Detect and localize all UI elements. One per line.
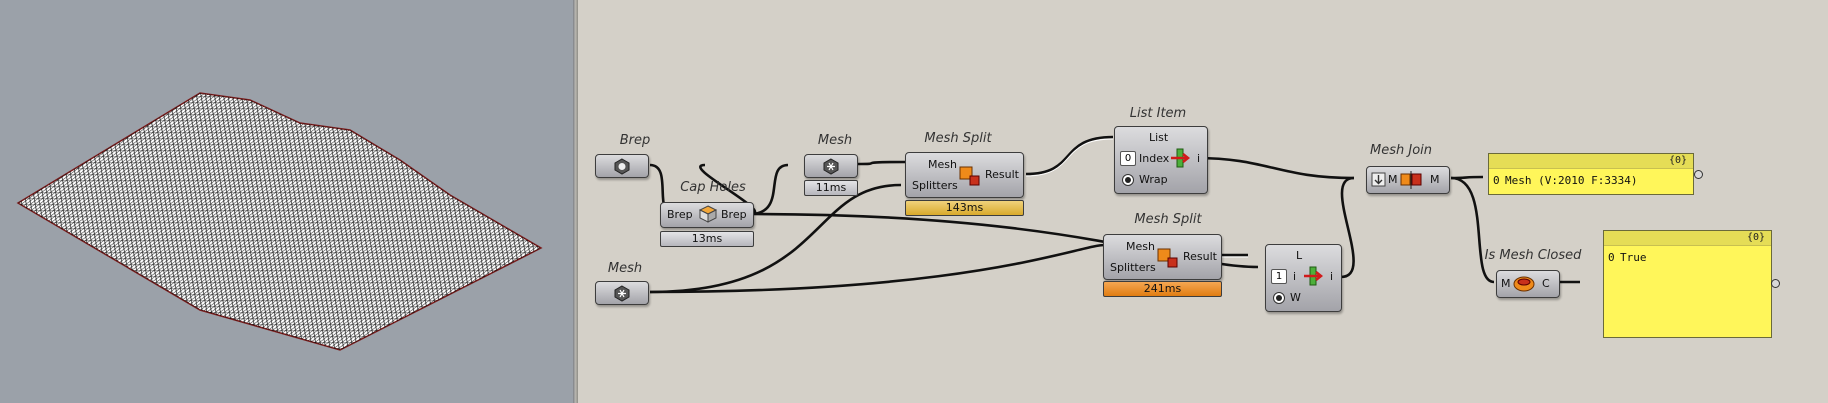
brep-title: Brep [619, 133, 651, 148]
mesh-join-icon [1400, 171, 1422, 189]
list-item-1-wrap-toggle[interactable] [1122, 174, 1134, 186]
mesh-split-icon [1157, 248, 1178, 268]
mesh-param-top[interactable] [804, 154, 858, 178]
wire-meshtop-to-split1 [857, 160, 909, 166]
closed-result-panel-value: True [1620, 251, 1647, 264]
is-mesh-closed-input-label[interactable]: M [1501, 277, 1511, 290]
list-item-1-title: List Item [1129, 106, 1187, 121]
mesh-join-component[interactable]: M M [1366, 166, 1450, 194]
wire-meshbottom-to-split2 [649, 243, 1106, 294]
list-item-2-component[interactable]: L 1 i i W [1265, 244, 1342, 312]
mesh-info-panel[interactable]: {0} 0 Mesh (V:2010 F:3334) [1488, 153, 1694, 195]
wire-split1-to-list1 [1025, 135, 1114, 176]
is-mesh-closed-component[interactable]: M C [1496, 270, 1560, 298]
mesh-join-title: Mesh Join [1370, 143, 1432, 158]
wire-capholes-to-split2 [749, 212, 1259, 269]
brep-param[interactable] [595, 154, 649, 178]
mesh-info-panel-index: 0 [1493, 174, 1500, 187]
closed-result-panel-header: {0} [1604, 231, 1771, 246]
mesh-param-bottom[interactable] [595, 281, 649, 305]
mesh-split-2-component[interactable]: Mesh Splitters Result [1103, 234, 1222, 280]
is-mesh-closed-title: Is Mesh Closed [1484, 248, 1582, 263]
list-item-2-list-input[interactable]: L [1296, 249, 1303, 262]
mesh-terrain-preview [16, 92, 543, 351]
flatten-icon[interactable] [1371, 172, 1386, 187]
closed-mesh-icon [1513, 276, 1535, 292]
list-item-icon [1171, 148, 1191, 168]
list-item-2-wrap-toggle[interactable] [1273, 292, 1285, 304]
cap-holes-output-label: Brep [721, 208, 747, 221]
mesh-info-panel-output-grip[interactable] [1694, 170, 1703, 179]
mesh-split-2-mesh-input[interactable]: Mesh [1126, 240, 1155, 253]
cap-holes-icon [698, 205, 718, 223]
mesh-split-1-timer: 143ms [905, 200, 1024, 216]
is-mesh-closed-output-label[interactable]: C [1542, 277, 1550, 290]
rhino-viewport[interactable] [0, 0, 573, 403]
cap-holes-input-label: Brep [667, 208, 693, 221]
mesh-icon [823, 158, 839, 175]
closed-result-panel[interactable]: {0} 0 True [1603, 230, 1772, 338]
cap-holes-component[interactable]: Brep Brep [660, 202, 754, 228]
mesh-split-1-result-output[interactable]: Result [985, 168, 1019, 181]
mesh-join-output-label[interactable]: M [1430, 173, 1440, 186]
list-item-1-wrap-input[interactable]: Wrap [1139, 173, 1168, 186]
cap-holes-timer: 13ms [660, 231, 754, 247]
mesh-split-1-mesh-input[interactable]: Mesh [928, 158, 957, 171]
mesh-info-panel-header: {0} [1489, 154, 1693, 169]
mesh-split-1-title: Mesh Split [924, 131, 992, 146]
mesh-split-2-result-output[interactable]: Result [1183, 250, 1217, 263]
mesh-top-title: Mesh [817, 133, 853, 148]
mesh-split-1-splitters-input[interactable]: Splitters [912, 179, 958, 192]
wires-layer [649, 135, 1580, 294]
cap-holes-title: Cap Holes [680, 180, 746, 195]
wire-list2-to-join [1340, 176, 1355, 279]
grasshopper-canvas[interactable]: Brep Cap Holes Brep Brep 13ms Mesh 11ms … [578, 0, 1828, 403]
mesh-split-icon [959, 166, 980, 186]
list-item-icon [1304, 266, 1324, 286]
list-item-1-component[interactable]: List 0 Index i Wrap [1114, 126, 1208, 194]
brep-icon [614, 158, 630, 175]
mesh-split-2-title: Mesh Split [1134, 212, 1202, 227]
list-item-2-index-input[interactable]: i [1293, 270, 1297, 283]
mesh-bottom-title: Mesh [607, 261, 643, 276]
list-item-1-index-input[interactable]: Index [1139, 152, 1170, 165]
list-item-1-item-output[interactable]: i [1197, 152, 1201, 165]
list-item-2-index-value[interactable]: 1 [1271, 269, 1287, 284]
mesh-split-2-timer: 241ms [1103, 281, 1222, 297]
wire-list1-to-join [1195, 156, 1355, 180]
mesh-split-1-component[interactable]: Mesh Splitters Result [905, 152, 1024, 198]
list-item-2-wrap-input[interactable]: W [1290, 291, 1301, 304]
list-item-2-item-output[interactable]: i [1330, 270, 1334, 283]
mesh-top-timer: 11ms [804, 180, 858, 196]
mesh-icon [614, 285, 630, 302]
mesh-join-input-label[interactable]: M [1388, 173, 1398, 186]
wire-capholes-to-meshtop-b [749, 163, 789, 216]
wire-meshbottom-to-split1 [649, 183, 902, 294]
list-item-1-list-input[interactable]: List [1149, 131, 1169, 144]
closed-result-panel-output-grip[interactable] [1771, 279, 1780, 288]
panel-splitter[interactable] [573, 0, 578, 403]
mesh-split-2-splitters-input[interactable]: Splitters [1110, 261, 1156, 274]
closed-result-panel-index: 0 [1608, 251, 1615, 264]
list-item-1-index-value[interactable]: 0 [1120, 151, 1136, 166]
wire-join-to-closed [1450, 176, 1495, 284]
wire-capholes-to-meshtop [699, 163, 757, 216]
mesh-info-panel-value: Mesh (V:2010 F:3334) [1505, 174, 1638, 187]
